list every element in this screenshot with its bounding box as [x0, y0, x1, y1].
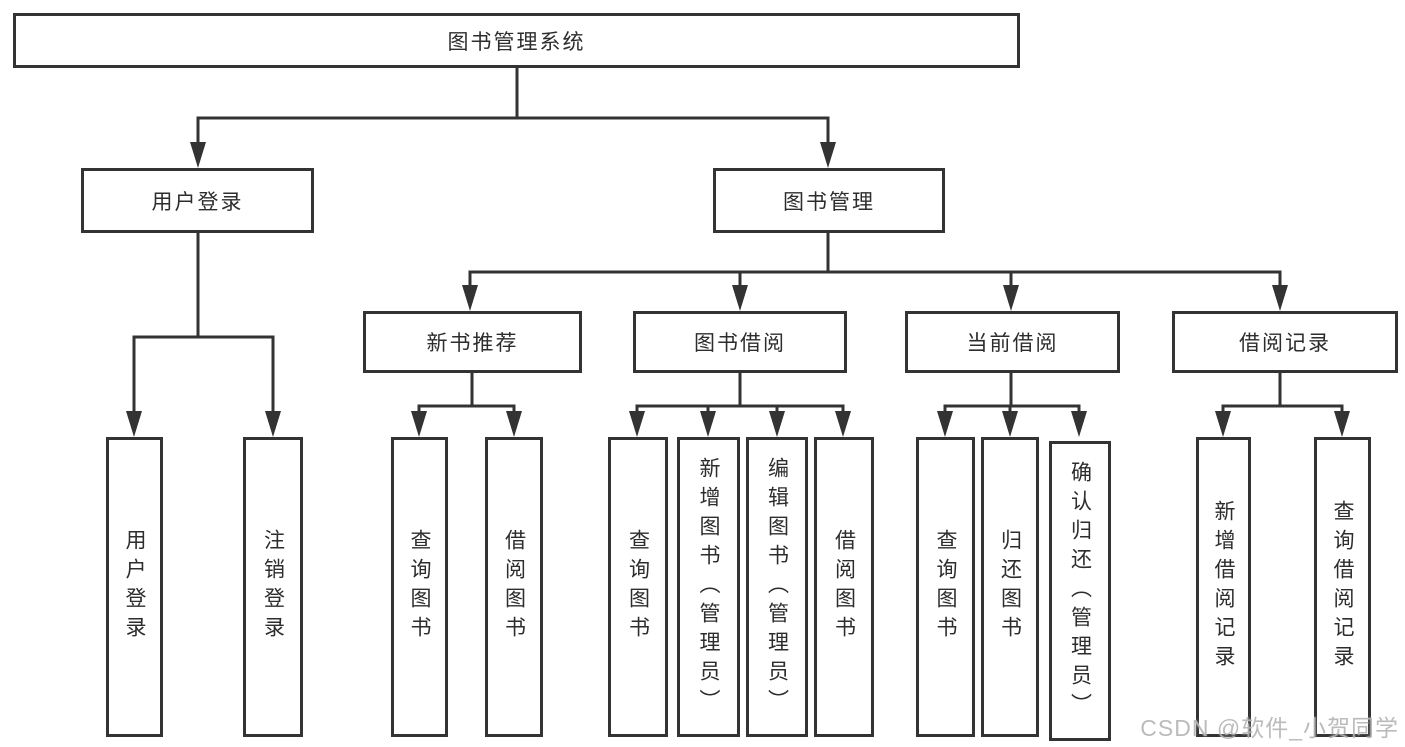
- leaf-add-borrow-record: 新增借阅记录: [1196, 437, 1251, 737]
- leaf-query-books-2: 查询图书: [608, 437, 668, 737]
- node-new-book-recommend: 新书推荐: [363, 311, 582, 373]
- leaf-return-books: 归还图书: [981, 437, 1039, 737]
- leaf-user-login: 用户登录: [106, 437, 163, 737]
- leaf-query-books-1: 查询图书: [391, 437, 448, 737]
- leaf-add-books-admin: 新增图书（管理员）: [677, 437, 740, 737]
- leaf-query-books-3: 查询图书: [916, 437, 975, 737]
- arrowheads: [126, 142, 1350, 437]
- leaf-confirm-return-admin: 确认归还（管理员）: [1049, 441, 1111, 741]
- node-book-management-branch: 图书管理: [713, 168, 945, 233]
- leaf-edit-books-admin: 编辑图书（管理员）: [746, 437, 808, 737]
- leaf-query-borrow-record: 查询借阅记录: [1314, 437, 1371, 737]
- connector-new-book-to-leaves: [417, 371, 516, 416]
- node-current-borrow: 当前借阅: [905, 311, 1120, 373]
- leaf-borrow-books-1: 借阅图书: [485, 437, 543, 737]
- connector-book-mgmt-to-modules: [468, 231, 1282, 291]
- node-borrow-records: 借阅记录: [1172, 311, 1398, 373]
- connector-book-borrow-to-leaves: [635, 371, 845, 416]
- node-book-borrow: 图书借阅: [633, 311, 847, 373]
- csdn-watermark: CSDN @软件_小贺同学: [1140, 715, 1399, 741]
- leaf-logout: 注销登录: [243, 437, 303, 737]
- node-library-management-system: 图书管理系统: [13, 13, 1020, 68]
- connector-root-to-branches: [196, 66, 830, 150]
- connector-current-borrow-to-leaves: [943, 371, 1081, 416]
- connector-borrow-records-to-leaves: [1221, 371, 1344, 416]
- node-user-login-branch: 用户登录: [81, 168, 314, 233]
- leaf-borrow-books-2: 借阅图书: [814, 437, 874, 737]
- connector-user-login-to-leaves: [132, 231, 275, 415]
